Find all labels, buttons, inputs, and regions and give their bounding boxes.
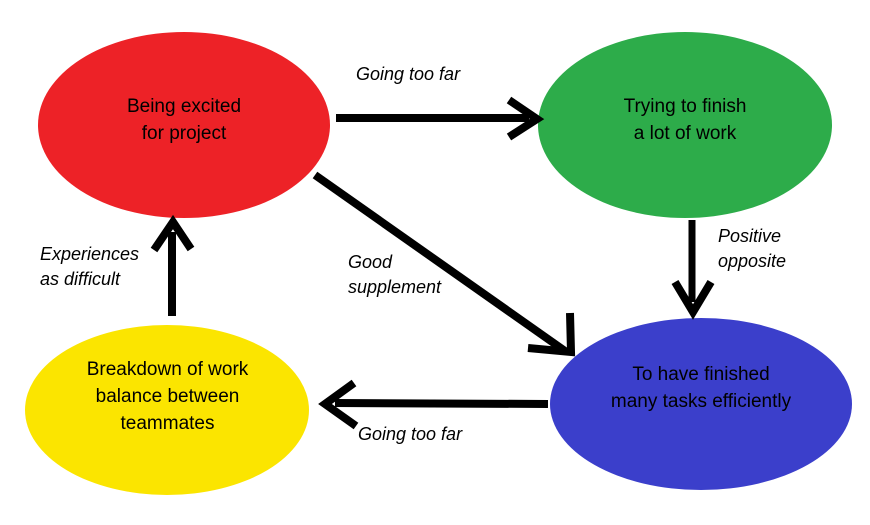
edge-line [334, 399, 549, 408]
arrowhead-up-icon [150, 214, 195, 253]
node-being-excited[interactable] [38, 32, 330, 218]
edge-excited-to-finished[interactable] [312, 171, 576, 357]
arrowhead-down-icon [671, 279, 715, 320]
edge-label-going-too-far-bottom: Going too far [358, 424, 463, 444]
edge-label-positive-opposite: Positive opposite [718, 226, 787, 272]
arrowhead-left-icon [318, 379, 359, 430]
edge-label-good-supplement: Good supplement [348, 252, 442, 298]
edge-label-experiences-as-difficult: Experiences as difficult [40, 244, 140, 290]
node-finished-many-tasks[interactable] [550, 318, 852, 490]
arrowhead-diagonal-icon [527, 312, 576, 357]
arrowhead-right-icon [506, 96, 545, 141]
edge-finished-to-breakdown[interactable] [318, 379, 549, 430]
edge-finishing-to-finished[interactable] [671, 220, 715, 320]
edge-excited-to-finishing[interactable] [336, 96, 545, 141]
edge-label-going-too-far-top: Going too far [356, 64, 461, 84]
edge-breakdown-to-excited[interactable] [150, 214, 195, 316]
edge-line [312, 171, 568, 355]
node-breakdown-of-work[interactable] [25, 325, 309, 495]
node-trying-to-finish[interactable] [538, 32, 832, 218]
